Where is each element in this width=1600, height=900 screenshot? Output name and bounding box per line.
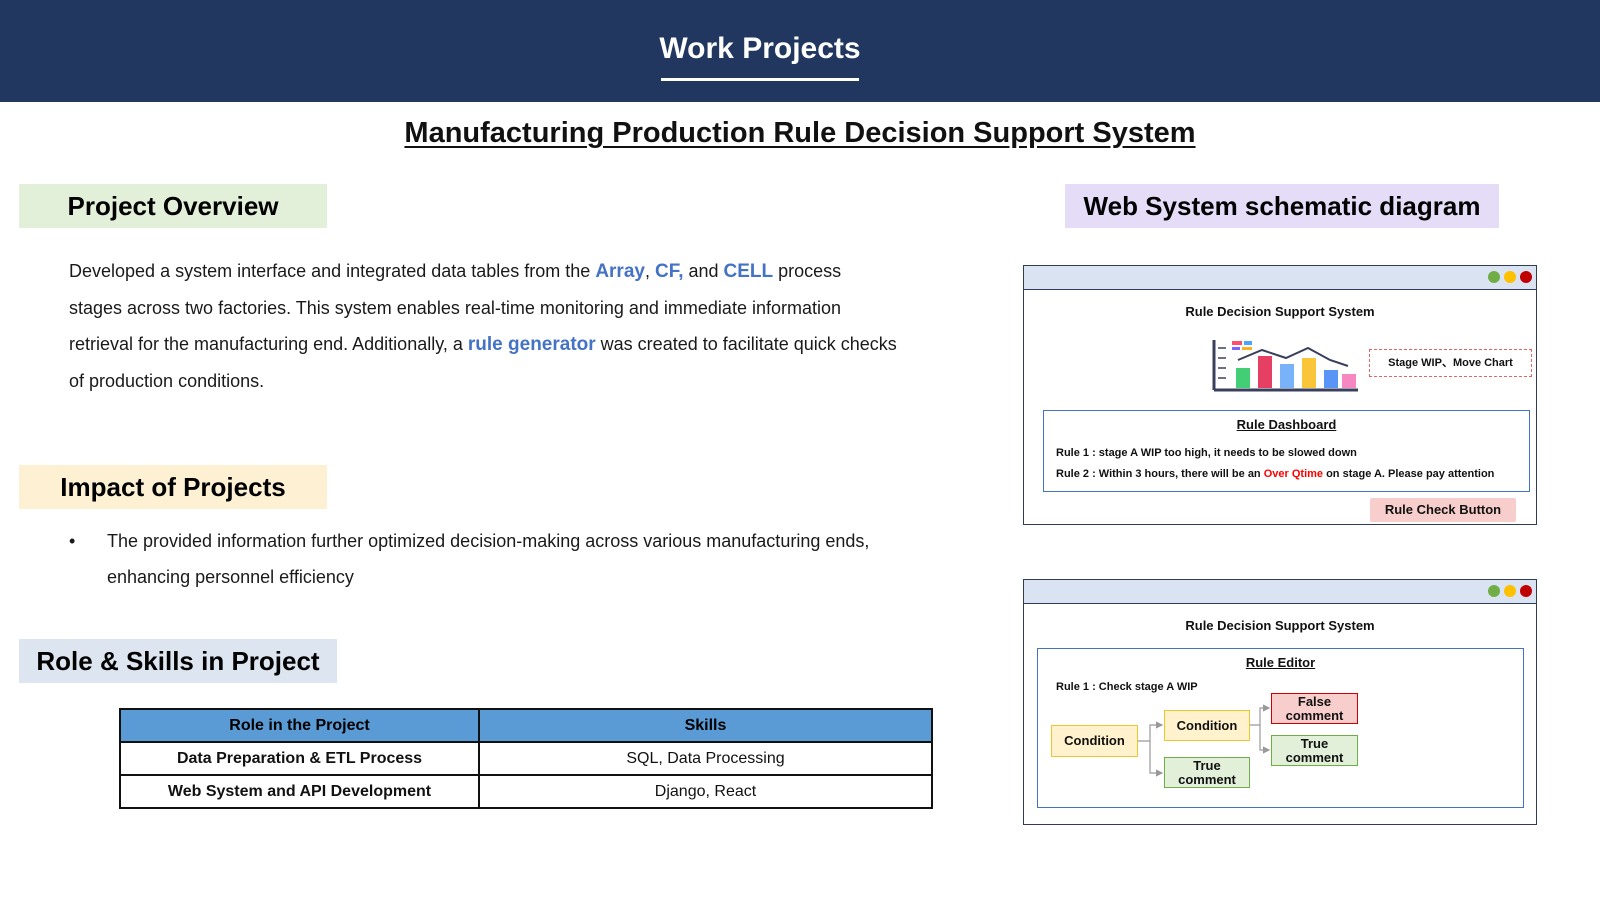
role-skills-table: Role in the Project Skills Data Preparat… xyxy=(119,708,933,809)
role-cell: Data Preparation & ETL Process xyxy=(119,741,480,776)
maximize-dot-icon xyxy=(1488,585,1500,597)
rule-check-button[interactable]: Rule Check Button xyxy=(1370,498,1516,522)
editor-rule-text: Rule 1 : Check stage A WIP xyxy=(1056,681,1198,693)
rule-dashboard-title: Rule Dashboard xyxy=(1236,417,1337,432)
role-skills-heading: Role & Skills in Project xyxy=(19,639,337,683)
rule-editor-window-mockup: Rule Decision Support System Rule Editor… xyxy=(1023,579,1537,825)
false-comment-node: False comment xyxy=(1271,693,1358,724)
role-cell: Web System and API Development xyxy=(119,774,480,809)
project-title: Manufacturing Production Rule Decision S… xyxy=(404,117,1196,149)
rule-2-text-c: on stage A. Please pay attention xyxy=(1323,468,1495,480)
rule-editor-panel: Rule Editor Rule 1 : Check stage A WIP C… xyxy=(1037,648,1524,808)
minimize-dot-icon xyxy=(1504,271,1516,283)
rule-dashboard-panel: Rule Dashboard Rule 1 : stage A WIP too … xyxy=(1043,410,1530,492)
system-title: Rule Decision Support System xyxy=(1185,618,1375,633)
window-title-bar xyxy=(1024,266,1536,290)
overview-text-3: and xyxy=(683,261,724,281)
highlight-cf: CF, xyxy=(654,261,684,282)
table-row: Data Preparation & ETL Process SQL, Data… xyxy=(119,741,933,776)
rule-1-text: Rule 1 : stage A WIP too high, it needs … xyxy=(1056,447,1357,459)
rule-2-text-a: Rule 2 : Within 3 hours, there will be a… xyxy=(1056,468,1264,480)
skills-cell: Django, React xyxy=(478,774,933,809)
table-row: Web System and API Development Django, R… xyxy=(119,774,933,809)
close-dot-icon xyxy=(1520,271,1532,283)
flow-arrows xyxy=(1138,704,1271,777)
skills-cell: SQL, Data Processing xyxy=(478,741,933,776)
overview-text-4: process stages across two factories. Thi… xyxy=(69,261,842,354)
web-diagram-heading: Web System schematic diagram xyxy=(1065,184,1499,228)
overview-text-1: Developed a system interface and integra… xyxy=(69,261,596,281)
overview-text-5: was created to facilitate quick checks o… xyxy=(69,334,897,391)
highlight-rule-generator: rule generator xyxy=(467,334,596,355)
rule-2-text: Rule 2 : Within 3 hours, there will be a… xyxy=(1056,468,1494,480)
project-overview-heading: Project Overview xyxy=(19,184,327,228)
bullet-icon: • xyxy=(69,531,76,551)
window-title-bar xyxy=(1024,580,1536,604)
wip-chart-icon xyxy=(1212,340,1358,392)
true-comment-node: True comment xyxy=(1164,757,1250,788)
minimize-dot-icon xyxy=(1504,585,1516,597)
column-header-role: Role in the Project xyxy=(119,708,480,743)
dashboard-window-mockup: Rule Decision Support System Stage WIP、M… xyxy=(1023,265,1537,525)
close-dot-icon xyxy=(1520,585,1532,597)
system-title: Rule Decision Support System xyxy=(1185,304,1375,319)
header-underline xyxy=(661,78,859,81)
maximize-dot-icon xyxy=(1488,271,1500,283)
condition-node: Condition xyxy=(1051,725,1138,757)
highlight-array: Array xyxy=(595,261,645,282)
overview-paragraph: Developed a system interface and integra… xyxy=(69,253,899,399)
over-qtime-alert: Over Qtime xyxy=(1263,468,1324,480)
rule-editor-title: Rule Editor xyxy=(1245,655,1316,670)
impact-item: The provided information further optimiz… xyxy=(107,531,870,587)
true-comment-node: True comment xyxy=(1271,735,1358,766)
stage-wip-chart-label: Stage WIP、Move Chart xyxy=(1369,349,1532,377)
impact-heading: Impact of Projects xyxy=(19,465,327,509)
table-header-row: Role in the Project Skills xyxy=(119,708,933,743)
overview-text-2: , xyxy=(644,261,655,281)
column-header-skills: Skills xyxy=(478,708,933,743)
condition-node: Condition xyxy=(1164,710,1250,741)
highlight-cell: CELL xyxy=(723,261,774,282)
page-header-title: Work Projects xyxy=(659,32,861,65)
header-bar: Work Projects xyxy=(0,0,1600,102)
